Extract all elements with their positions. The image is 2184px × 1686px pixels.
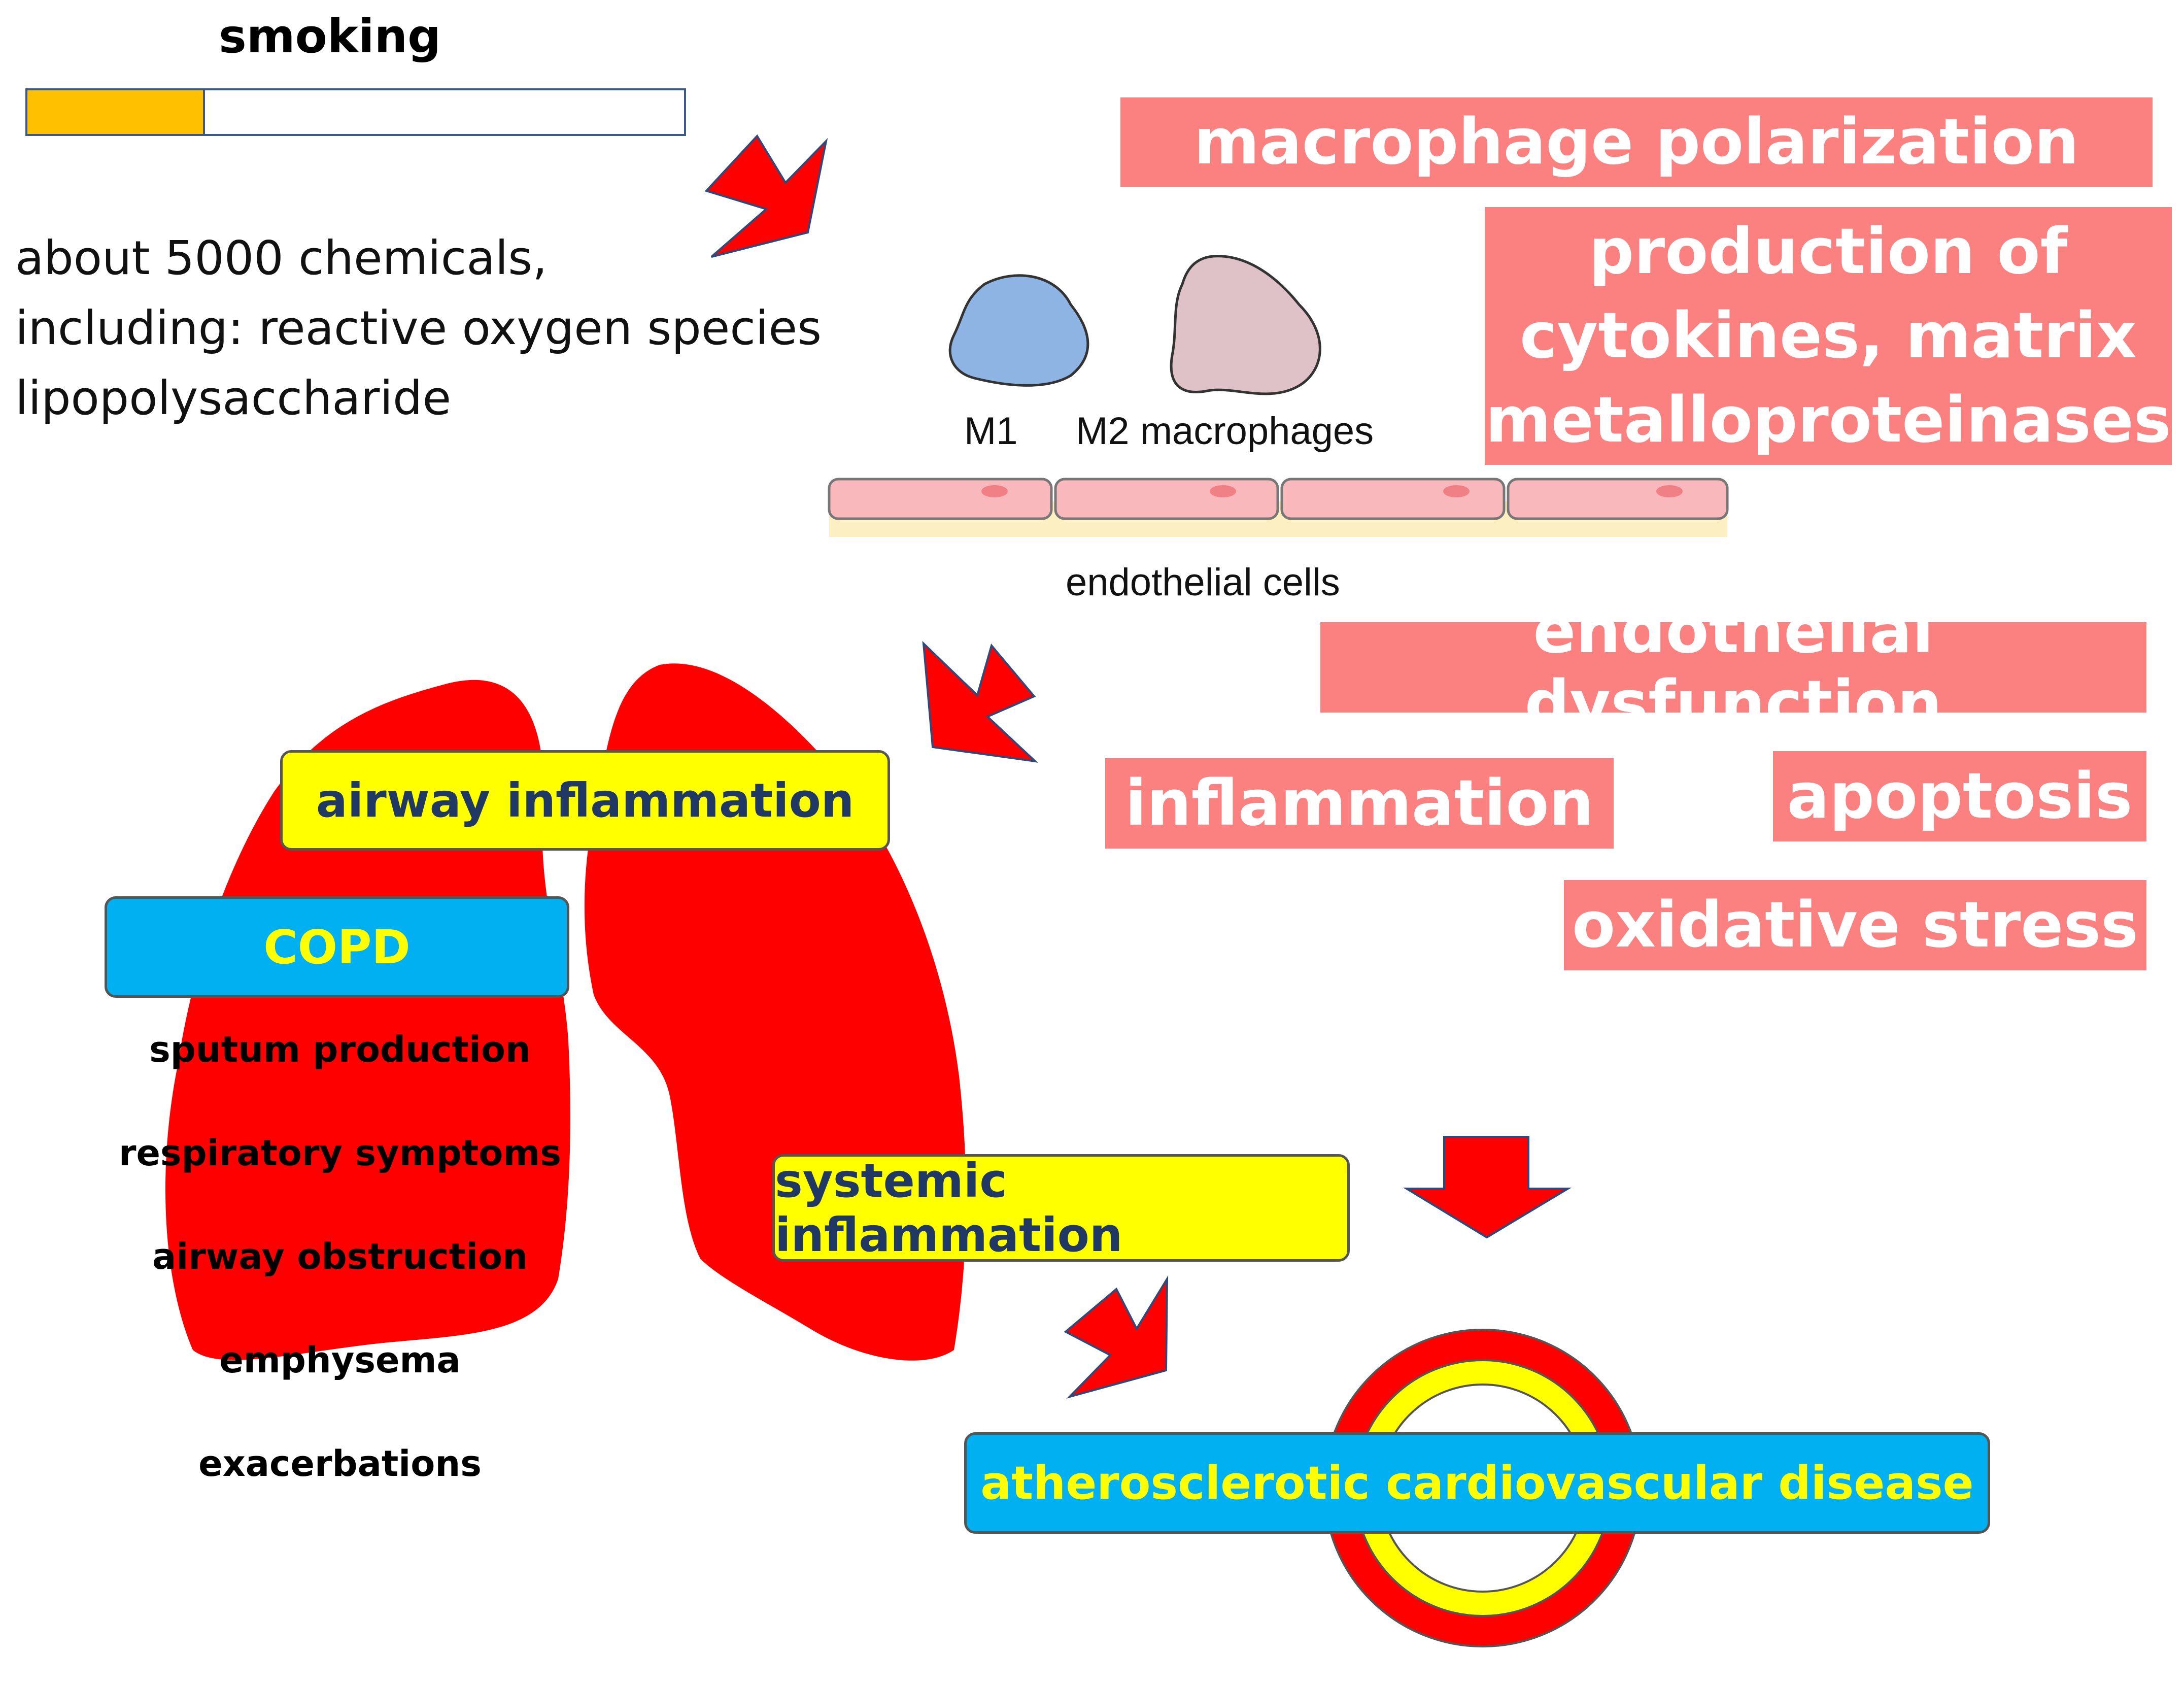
chemicals-description: about 5000 chemicals, including: reactiv… xyxy=(15,223,878,433)
symptom-item: exacerbations xyxy=(198,1443,482,1485)
arrows xyxy=(704,134,1572,1399)
chemicals-line-2: including: reactive oxygen species xyxy=(15,301,822,355)
symptom-item: airway obstruction xyxy=(152,1236,528,1277)
symptom-item: sputum production xyxy=(149,1029,531,1070)
endothelial-dysfunction-box: endothelial dysfunction xyxy=(1320,594,2146,740)
m2-macrophages-label: M2 macrophages xyxy=(1076,410,1374,453)
arrow-cells-to-lung xyxy=(922,640,1038,763)
copd-label: COPD xyxy=(105,896,569,998)
arrow-systemic-to-artery xyxy=(1064,1275,1169,1399)
m2-macrophage-icon xyxy=(1170,255,1321,395)
oxidative-stress-box: oxidative stress xyxy=(1564,880,2146,970)
inflammation-box: inflammation xyxy=(1105,758,1614,849)
smoking-bar xyxy=(25,88,686,136)
smoking-bar-fill xyxy=(25,88,205,136)
endothelial-cells-icon xyxy=(828,478,1729,537)
symptom-item: respiratory symptoms xyxy=(118,1132,562,1174)
symptom-item: emphysema xyxy=(219,1339,461,1381)
m1-macrophage-icon xyxy=(948,274,1089,387)
production-line-2: cytokines, matrix xyxy=(1519,299,2137,373)
production-line-1: production of xyxy=(1589,215,2068,288)
copd-symptoms-list: sputum production respiratory symptoms a… xyxy=(112,1024,568,1542)
airway-inflammation-label: airway inflammation xyxy=(280,750,890,851)
production-box: production of cytokines, matrix metallop… xyxy=(1485,207,2172,465)
chemicals-line-3: lipopolysaccharide xyxy=(15,371,452,425)
arrow-smoking-to-cells xyxy=(704,134,828,258)
apoptosis-box: apoptosis xyxy=(1773,751,2146,841)
m1-label: M1 xyxy=(964,410,1018,453)
systemic-inflammation-label: systemic inflammation xyxy=(772,1154,1350,1262)
endothelial-cells-label: endothelial cells xyxy=(1066,561,1340,604)
production-line-3: metalloproteinases xyxy=(1485,384,2171,457)
arrow-effects-down xyxy=(1403,1136,1572,1239)
chemicals-line-1: about 5000 chemicals, xyxy=(15,231,548,285)
macrophage-polarization-box: macrophage polarization xyxy=(1120,97,2153,187)
ascvd-label: atherosclerotic cardiovascular disease xyxy=(964,1432,1990,1534)
smoking-title: smoking xyxy=(219,9,441,63)
